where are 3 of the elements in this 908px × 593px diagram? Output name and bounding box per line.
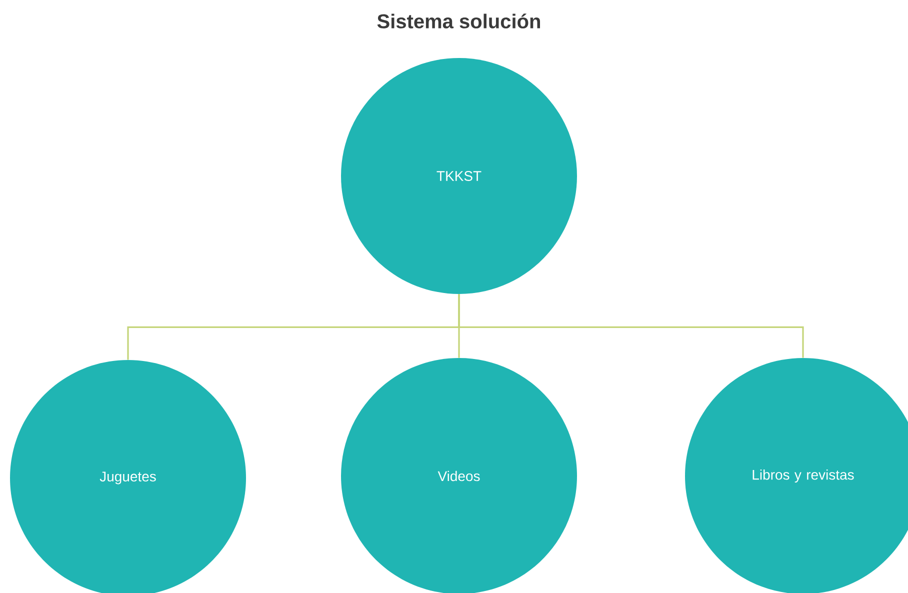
circle-node: TKKST bbox=[341, 58, 577, 294]
title: Sistema solución bbox=[377, 14, 540, 28]
connector bbox=[458, 294, 804, 358]
